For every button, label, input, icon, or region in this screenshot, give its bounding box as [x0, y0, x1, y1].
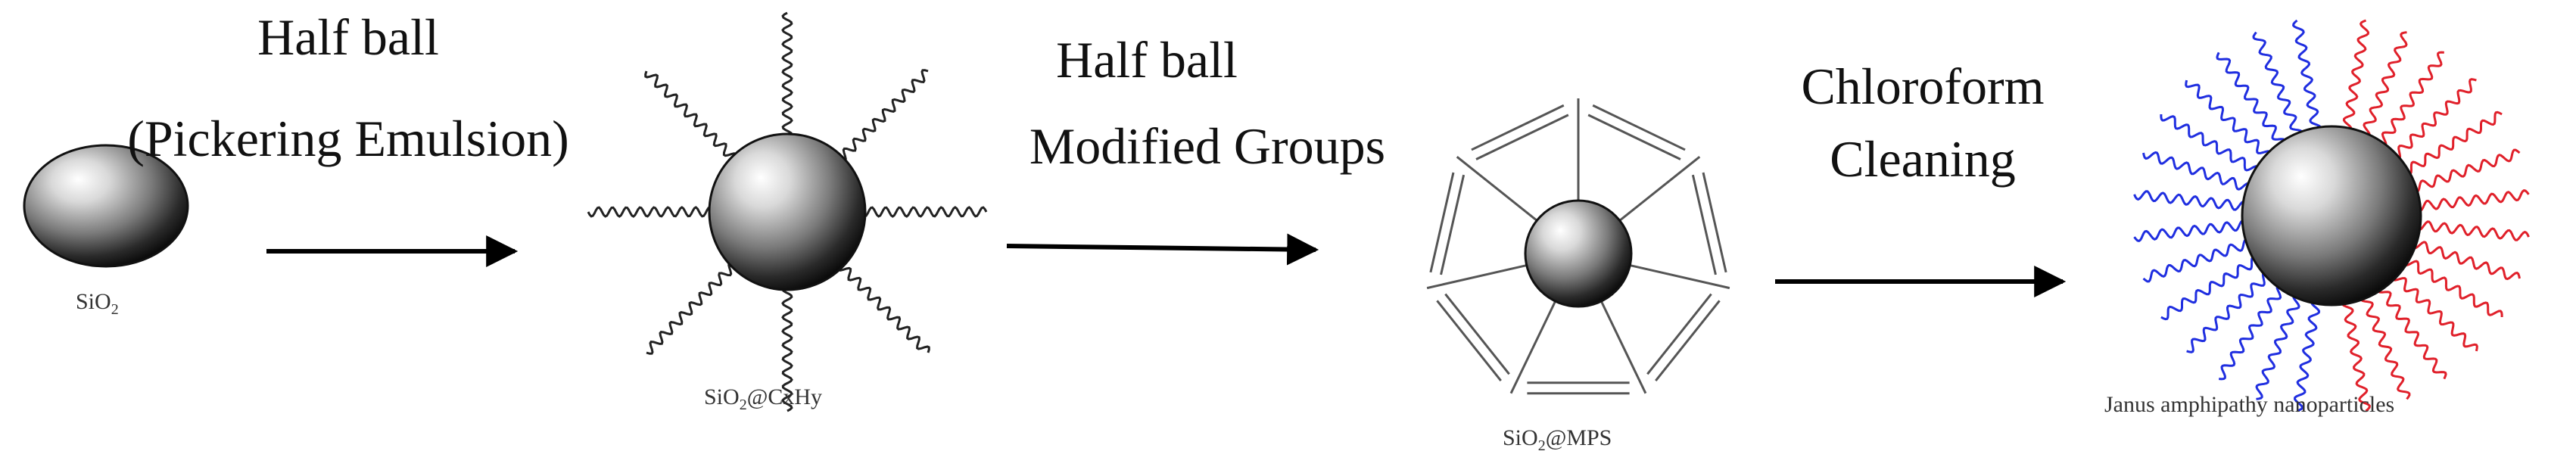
caption-janus-main: Janus amphipathy nanoparticles — [2104, 392, 2395, 417]
step3-line1: Chloroform — [1801, 58, 2045, 115]
mps-double-bond — [1587, 114, 1681, 160]
hydrophilic-chain — [2292, 19, 2322, 133]
alkyl-chain — [781, 11, 793, 139]
hydrophobic-chain — [2360, 293, 2411, 400]
caption-sio2-cxhy: SiO2@CxHy — [704, 384, 822, 414]
arrow-step-2 — [1006, 233, 1319, 266]
particle-sio2 — [23, 144, 189, 268]
step1-label: Half ball (Pickering Emulsion) — [121, 8, 575, 168]
hydrophobic-chain — [2391, 273, 2478, 352]
hydrophobic-chain — [2410, 241, 2521, 281]
alkyl-chain — [646, 262, 736, 355]
caption-sio2-main: SiO — [76, 289, 111, 314]
hydrophobic-chain — [2376, 285, 2447, 380]
caption-janus: Janus amphipathy nanoparticles — [2104, 392, 2394, 418]
hydrophilic-chain — [2160, 114, 2260, 173]
hydrophobic-chain — [2411, 148, 2521, 193]
caption-mps-sub: 2 — [1537, 437, 1546, 454]
hydrophilic-chain — [2142, 151, 2253, 191]
janus-chains — [2133, 19, 2530, 412]
caption-sio2-mps: SiO2@MPS — [1503, 425, 1612, 455]
sio2-mps-sphere — [1524, 199, 1633, 308]
alkyl-chain — [837, 263, 930, 353]
step2-line2: Modified Groups — [1029, 117, 1386, 176]
mps-double-bond — [1655, 300, 1721, 381]
alkyl-chain — [860, 206, 988, 218]
alkyl-chain — [839, 69, 929, 162]
step3-label: Chloroform Cleaning — [1756, 57, 2089, 188]
caption-cxhy-sub: 2 — [739, 397, 747, 413]
hydrophilic-chain — [2252, 31, 2303, 138]
caption-cxhy-rest: @CxHy — [746, 384, 822, 409]
caption-sio2: SiO2 — [76, 289, 119, 319]
hydrophobic-chain — [2342, 19, 2370, 134]
mps-double-bond — [1444, 293, 1510, 375]
hydrophilic-chain — [2133, 219, 2248, 243]
alkyl-chains — [587, 11, 988, 412]
hydrophobic-chain — [2403, 110, 2503, 176]
step2-line1: Half ball — [1056, 31, 1238, 89]
caption-mps-main: SiO — [1503, 425, 1538, 450]
mps-groups — [1426, 98, 1730, 395]
hydrophilic-chain — [2216, 51, 2287, 147]
mps-double-bond — [1436, 300, 1502, 381]
alkyl-chain — [781, 285, 793, 412]
hydrophobic-chain — [2393, 78, 2477, 160]
janus-sphere — [2241, 125, 2422, 307]
caption-mps-rest: @MPS — [1545, 425, 1612, 450]
mps-double-bond — [1475, 114, 1569, 160]
hydrophilic-chain — [2160, 256, 2260, 321]
hydrophobic-chain — [2415, 188, 2530, 212]
hydrophilic-chain — [2186, 271, 2270, 353]
step1-line2: (Pickering Emulsion) — [127, 110, 569, 168]
hydrophilic-chain — [2255, 293, 2300, 400]
mps-double-bond — [1440, 174, 1466, 275]
hydrophobic-chain — [2415, 220, 2530, 241]
hydrophilic-chain — [2219, 284, 2284, 381]
step3-line2: Cleaning — [1830, 130, 2016, 188]
sio2-sphere — [23, 144, 189, 268]
mps-double-bond — [1471, 104, 1565, 151]
mps-double-bond — [1592, 104, 1686, 151]
alkyl-chain — [587, 206, 715, 218]
step1-line1: Half ball — [257, 8, 439, 66]
caption-cxhy-main: SiO — [704, 384, 740, 409]
hydrophilic-chain — [2293, 297, 2321, 412]
mps-double-bond — [1646, 293, 1712, 375]
hydrophobic-chain — [2363, 31, 2408, 138]
mps-double-bond — [1702, 172, 1727, 273]
hydrophilic-chain — [2133, 190, 2248, 211]
hydrophilic-chain — [2185, 79, 2272, 158]
sio2-cxhy-sphere — [708, 132, 867, 291]
caption-sio2-sub: 2 — [111, 301, 119, 318]
hydrophobic-chain — [2341, 298, 2371, 412]
mps-double-bond — [1691, 174, 1717, 275]
hydrophilic-chain — [2142, 238, 2252, 283]
mps-double-bond — [1429, 172, 1455, 273]
alkyl-chain — [644, 70, 737, 160]
step2-label: Half ball Modified Groups — [965, 30, 1450, 176]
hydrophobic-chain — [2379, 51, 2444, 148]
hydrophobic-chain — [2403, 259, 2503, 317]
